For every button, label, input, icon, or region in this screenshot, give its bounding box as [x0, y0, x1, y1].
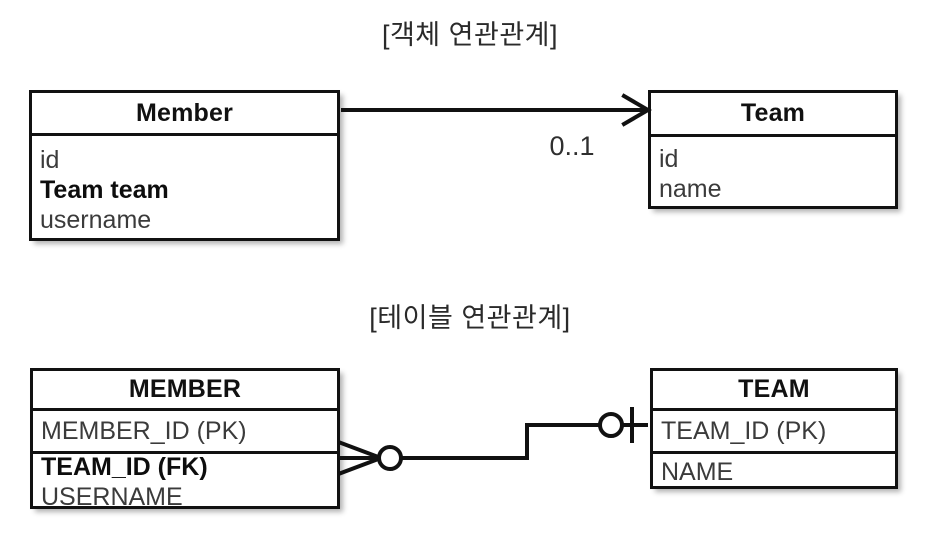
table-box-team-name-row: NAME	[653, 451, 895, 489]
multiplicity-label: 0..1	[549, 131, 595, 161]
table-box-team-header: TEAM	[653, 371, 895, 408]
class-attribute: id	[40, 145, 60, 174]
class-box-team-header: Team	[651, 93, 895, 134]
class-attribute: id	[659, 145, 679, 173]
object-association-title: [객체 연관관계]	[381, 20, 559, 50]
table-name-member: MEMBER	[128, 375, 242, 403]
table-column: MEMBER_ID (PK)	[41, 417, 247, 445]
table-column: NAME	[661, 457, 734, 486]
table-name-team: TEAM	[738, 375, 810, 403]
class-attribute: username	[40, 205, 152, 234]
class-attribute: name	[659, 175, 722, 203]
open-arrowhead-icon	[621, 93, 652, 127]
table-column: TEAM_ID (PK)	[661, 417, 827, 445]
class-box-member-attributes: id Team team username	[32, 133, 337, 241]
table-box-member-pk-row: MEMBER_ID (PK)	[33, 408, 337, 451]
table-column: USERNAME	[41, 482, 183, 511]
table-box-member-columns: TEAM_ID (FK) USERNAME	[33, 451, 337, 511]
table-box-team-pk-row: TEAM_ID (PK)	[653, 408, 895, 451]
table-association-title: [테이블 연관관계]	[369, 303, 571, 333]
crows-foot-many-icon	[338, 440, 384, 476]
class-box-team-attributes: id name	[651, 134, 895, 209]
class-box-member-header: Member	[32, 93, 337, 133]
class-attribute: Team team	[40, 175, 169, 204]
class-name-team: Team	[740, 99, 806, 127]
table-box-member-header: MEMBER	[33, 371, 337, 408]
class-box-team: Team id name	[648, 90, 898, 209]
table-column: TEAM_ID (FK)	[41, 452, 208, 481]
class-box-member: Member id Team team username	[29, 90, 340, 241]
cardinality-zero-circle-icon	[377, 445, 403, 471]
table-box-member: MEMBER MEMBER_ID (PK) TEAM_ID (FK) USERN…	[30, 368, 340, 511]
cardinality-zero-circle-icon	[598, 412, 624, 438]
table-box-team: TEAM TEAM_ID (PK) NAME	[650, 368, 898, 489]
class-name-member: Member	[135, 98, 234, 127]
